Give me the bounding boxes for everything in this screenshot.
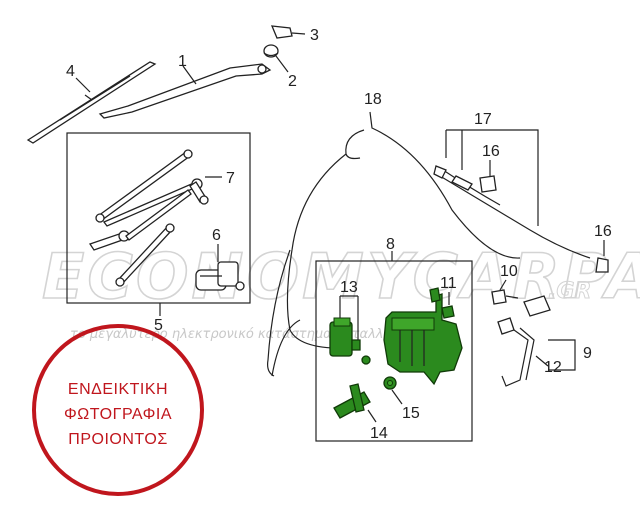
callout-15: 15 bbox=[402, 405, 420, 422]
callout-13: 13 bbox=[340, 279, 358, 296]
leader-3 bbox=[292, 33, 305, 34]
callout-7: 7 bbox=[226, 170, 235, 187]
callout-3: 3 bbox=[310, 27, 319, 44]
callout-9: 9 bbox=[583, 345, 592, 362]
callout-12: 12 bbox=[544, 359, 562, 376]
watermark-domain: .GR bbox=[548, 279, 591, 304]
reservoir-seal[interactable] bbox=[384, 377, 396, 389]
callout-16b: 16 bbox=[594, 223, 612, 240]
washer-connector[interactable] bbox=[334, 384, 370, 418]
leader-14 bbox=[368, 410, 376, 422]
arm-cap bbox=[272, 26, 292, 38]
callout-labels: 1 2 3 4 5 6 7 8 9 10 11 12 13 14 15 16 1… bbox=[66, 27, 612, 442]
callout-14: 14 bbox=[370, 425, 388, 442]
callout-17: 17 bbox=[474, 111, 492, 128]
callout-18: 18 bbox=[364, 91, 382, 108]
leader-4 bbox=[76, 78, 90, 92]
leader-2 bbox=[276, 56, 288, 72]
callout-11: 11 bbox=[440, 275, 457, 292]
callout-1: 1 bbox=[178, 53, 187, 70]
arm-nut bbox=[264, 45, 278, 57]
callout-6: 6 bbox=[212, 227, 221, 244]
callout-8: 8 bbox=[386, 236, 395, 253]
stamp-line-1: ΕΝΔΕΙΚΤΙΚΗ bbox=[68, 381, 168, 398]
reservoir-grommet[interactable] bbox=[442, 306, 454, 318]
leader-15 bbox=[392, 390, 402, 404]
callout-5: 5 bbox=[154, 317, 163, 334]
callout-2: 2 bbox=[288, 73, 297, 90]
stamp-line-3: ΠΡΟΙΟΝΤΟΣ bbox=[68, 431, 167, 448]
watermark-tagline: το μεγαλύτερο ηλεκτρονικό κατάστημα αντα… bbox=[70, 327, 438, 342]
indicative-photo-stamp: ΕΝΔΕΙΚΤΙΚΗ ΦΩΤΟΓΡΑΦΙΑ ΠΡΟΙΟΝΤΟΣ bbox=[34, 326, 202, 494]
callout-4: 4 bbox=[66, 63, 75, 80]
wiper-arm bbox=[100, 64, 270, 118]
callout-16a: 16 bbox=[482, 143, 500, 160]
stamp-line-2: ΦΩΤΟΓΡΑΦΙΑ bbox=[64, 406, 172, 423]
callout-10: 10 bbox=[500, 263, 518, 280]
